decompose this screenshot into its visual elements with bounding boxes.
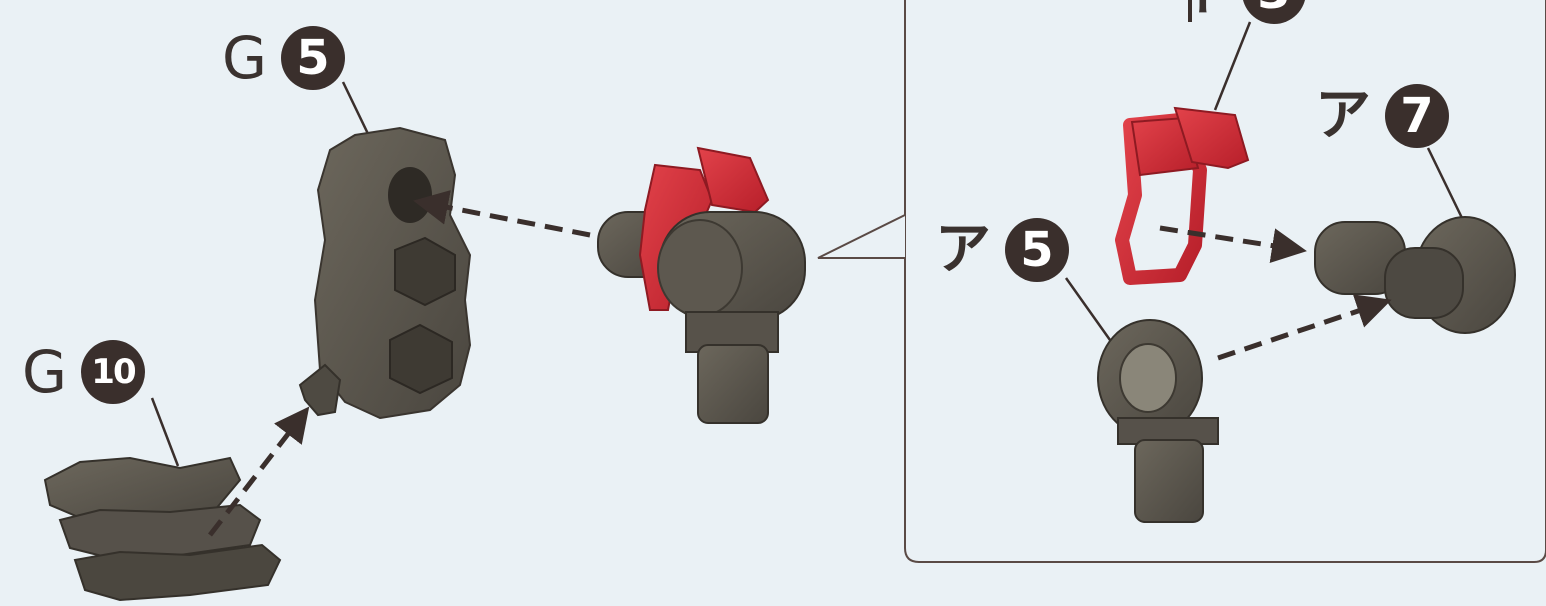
- label-g10: G 10: [22, 340, 145, 404]
- label-a5: ア 5: [935, 218, 1069, 282]
- part-a7: [1315, 217, 1515, 333]
- label-i3: イ 3: [1172, 0, 1306, 24]
- label-a5-letter: ア: [935, 222, 991, 278]
- label-a7-letter: ア: [1315, 88, 1371, 144]
- leader-line-a5: [1066, 278, 1110, 340]
- part-a5: [1098, 320, 1218, 522]
- label-g5-number: 5: [281, 26, 345, 90]
- label-g5-letter: G: [222, 29, 267, 87]
- part-g5: [300, 128, 470, 418]
- dashed-arrow-i3-to-a7: [1160, 228, 1300, 250]
- leader-line-g5: [343, 82, 370, 138]
- leader-line-i3: [1215, 22, 1250, 110]
- part-center-joint: [598, 148, 805, 423]
- label-i3-number: 3: [1242, 0, 1306, 24]
- label-a7-number: 7: [1385, 84, 1449, 148]
- label-g10-letter: G: [22, 343, 67, 401]
- part-g10: [45, 458, 280, 600]
- leader-line-a7: [1428, 148, 1462, 218]
- label-g10-number: 10: [81, 340, 145, 404]
- label-a7: ア 7: [1315, 84, 1449, 148]
- callout-pointer: [818, 215, 905, 258]
- label-g5: G 5: [222, 26, 345, 90]
- leader-line-g10: [152, 398, 178, 466]
- label-i3-letter: イ: [1172, 0, 1228, 20]
- part-i3: [1122, 108, 1248, 278]
- label-a5-number: 5: [1005, 218, 1069, 282]
- dashed-arrow-a5-to-a7: [1218, 302, 1385, 358]
